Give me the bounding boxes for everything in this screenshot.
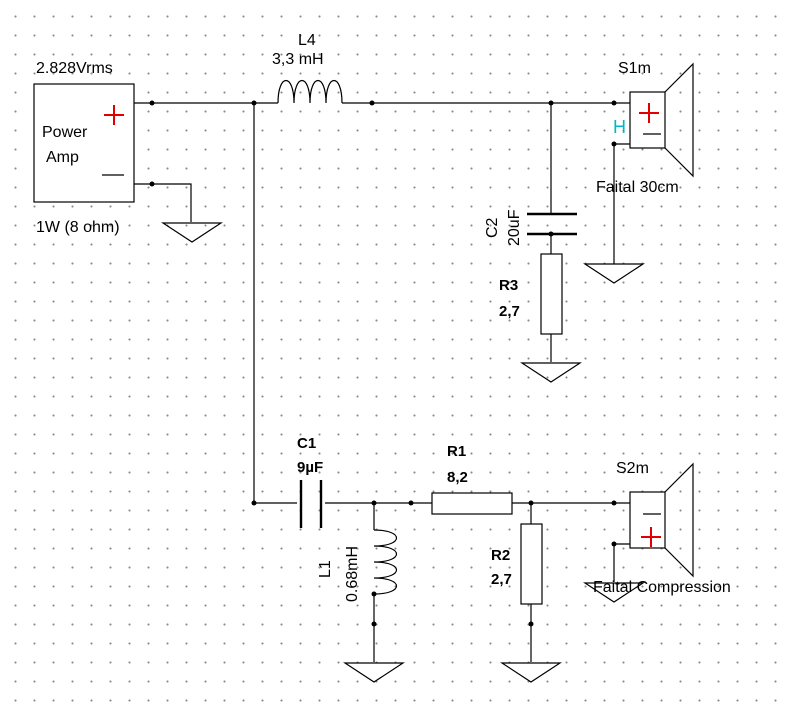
S2m-ref-label: S2m: [616, 460, 649, 477]
ground-icon: [519, 362, 583, 383]
capacitor-C1[interactable]: [299, 480, 323, 528]
S1m-marker: H: [613, 117, 626, 137]
capacitor-C2[interactable]: [527, 103, 577, 254]
speaker-S2m[interactable]: [614, 462, 694, 578]
amp-name-line2: Amp: [46, 149, 79, 166]
R1-value-label: 8,2: [447, 469, 468, 486]
R2-value-label: 2,7: [491, 571, 512, 588]
S1m-ref-label: S1m: [618, 60, 651, 77]
R3-ref-label: R3: [499, 277, 518, 294]
bottom-wires: [251, 500, 617, 506]
S1m-ground-wire: [611, 141, 617, 264]
resistor-R1[interactable]: [431, 492, 513, 515]
C1-ref-label: C1: [297, 435, 316, 452]
inductor-L1[interactable]: [371, 503, 397, 662]
L1-value-label: 0.68mH: [344, 546, 361, 602]
inductor-L4[interactable]: [277, 80, 343, 104]
ground-icon: [160, 222, 224, 243]
R3-value-label: 2,7: [499, 303, 520, 320]
ground-icon: [342, 662, 406, 683]
speaker-S1m[interactable]: [614, 62, 694, 178]
C1-value-label: 9µF: [297, 459, 323, 476]
S2m-ground-wire: [611, 541, 617, 582]
L4-ref-label: L4: [298, 32, 316, 49]
resistor-R2[interactable]: [520, 503, 543, 662]
amp-power-label: 1W (8 ohm): [36, 219, 120, 236]
power-amp-box: [33, 83, 135, 203]
L1-ref-label: L1: [317, 560, 334, 578]
ground-icon: [582, 263, 646, 284]
resistor-R3[interactable]: [540, 253, 563, 362]
S2m-model-label: Faital Compression: [593, 579, 731, 596]
C2-value-label: 20uF: [506, 209, 523, 246]
R1-ref-label: R1: [447, 443, 466, 460]
ground-icon: [499, 662, 563, 683]
amp-plus-terminal-icon: [104, 105, 124, 125]
amp-ground-wire: [134, 181, 192, 222]
S1m-model-label: Faital 30cm: [596, 179, 679, 196]
C2-ref-label: C2: [484, 217, 501, 238]
power-amp[interactable]: Power Amp: [33, 83, 135, 203]
amp-name-line1: Power: [42, 124, 88, 141]
amp-voltage-label: 2.828Vrms: [36, 60, 113, 77]
R2-ref-label: R2: [491, 547, 510, 564]
ground-icon: [582, 582, 646, 603]
L4-value-label: 3,3 mH: [272, 51, 324, 68]
